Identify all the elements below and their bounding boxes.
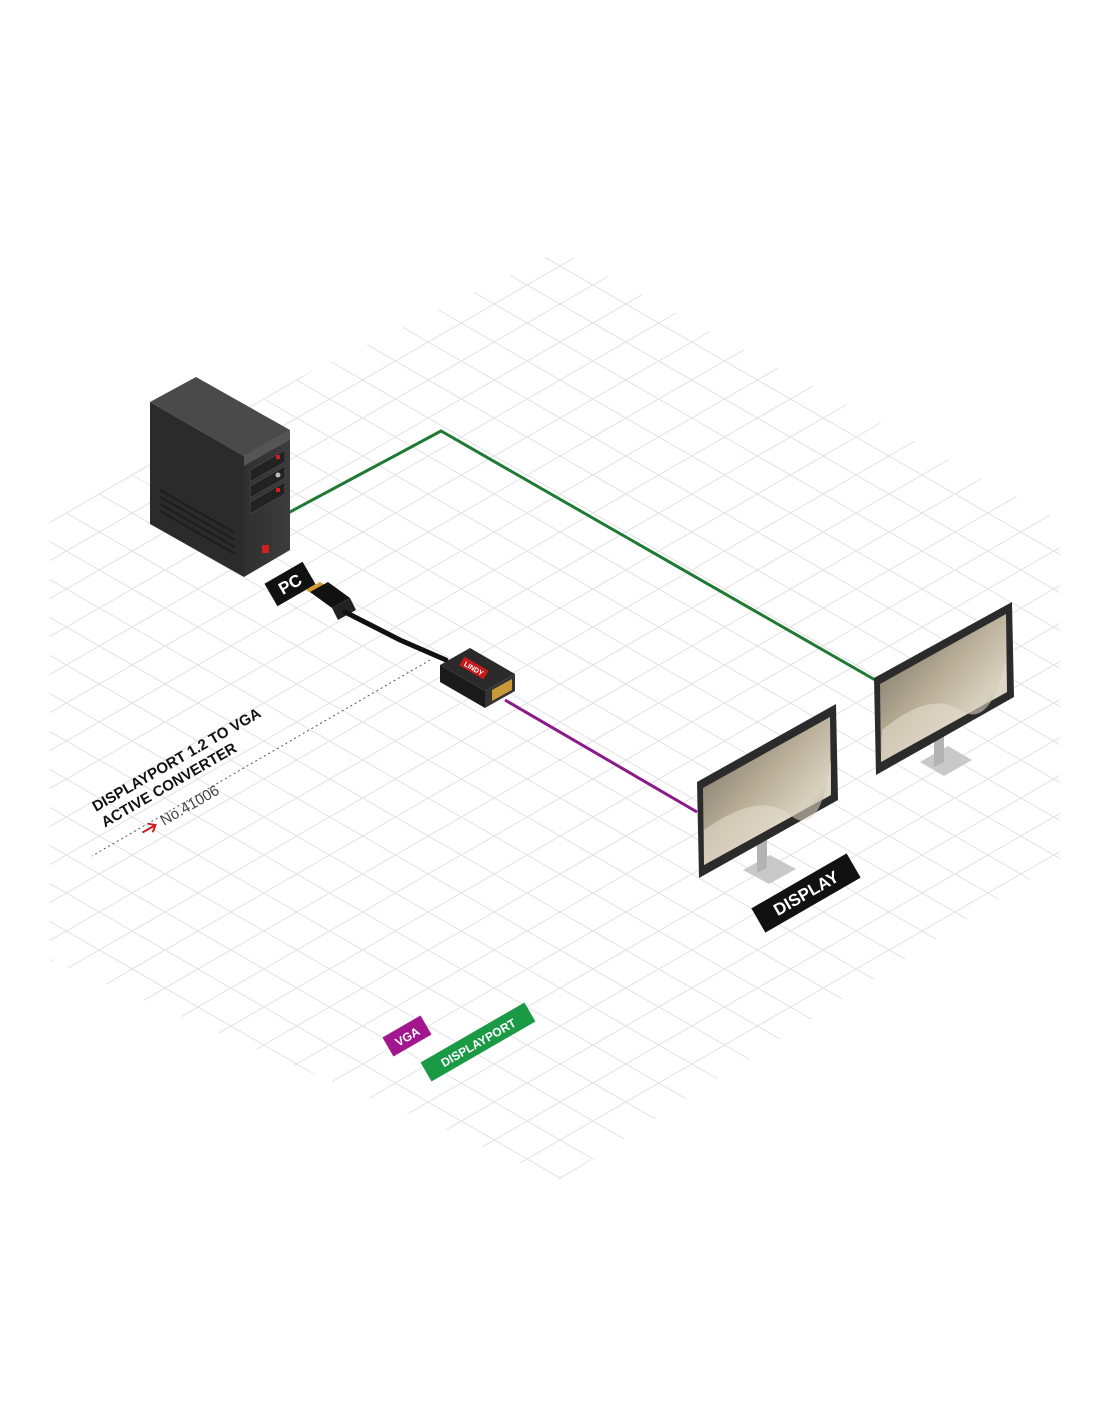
grid-line — [50, 740, 594, 1180]
grid-line — [50, 645, 758, 1179]
grid-line — [362, 341, 1060, 875]
grid-line — [526, 250, 1060, 780]
displayport-cable — [287, 429, 878, 683]
pc-label: PC — [264, 561, 316, 607]
grid-line — [428, 683, 1060, 1180]
legend-displayport: DISPLAYPORT — [420, 1002, 536, 1082]
grid-line — [50, 322, 725, 856]
displayport-connector — [306, 582, 356, 620]
grid-line — [362, 645, 1060, 1179]
legend-displayport-label: DISPLAYPORT — [439, 1015, 520, 1070]
grid-line — [428, 303, 1060, 837]
grid-line — [395, 322, 1060, 856]
grid-line — [296, 379, 1060, 913]
adapter-cable — [342, 609, 449, 663]
grid-line — [329, 360, 1060, 894]
legend: VGA DISPLAYPORT — [382, 1002, 536, 1082]
grid-line — [230, 417, 1060, 951]
product-title-line1: DISPLAYPORT 1.2 TO VGA — [90, 705, 265, 816]
arrow-icon — [141, 822, 157, 834]
grid-line — [263, 398, 1060, 932]
grid-line — [50, 303, 692, 837]
grid-line — [131, 474, 1054, 1008]
grid-line — [50, 683, 692, 1180]
display-rear — [874, 602, 1014, 776]
legend-vga: VGA — [382, 1015, 432, 1057]
grid-line — [493, 265, 1060, 799]
grid-line — [164, 455, 1060, 989]
grid-line — [197, 436, 1060, 970]
grid-line — [50, 265, 627, 799]
display-front — [697, 704, 838, 884]
grid-line — [50, 759, 561, 1180]
grid-line — [50, 664, 725, 1180]
grid-line — [461, 284, 1060, 818]
lindy-adapter: LINDY — [440, 648, 515, 708]
legend-displayport-swatch — [420, 1002, 536, 1082]
product-label: DISPLAYPORT 1.2 TO VGA ACTIVE CONVERTER … — [90, 705, 265, 834]
grid-line — [50, 250, 594, 780]
grid-line — [395, 664, 1060, 1180]
grid-line — [131, 512, 1054, 1046]
grid-line — [164, 531, 1060, 1065]
grid-line — [526, 740, 1060, 1180]
pc-tower — [150, 377, 290, 577]
legend-vga-swatch — [382, 1015, 432, 1057]
vga-cable — [504, 698, 698, 814]
grid-line — [99, 493, 1021, 1027]
